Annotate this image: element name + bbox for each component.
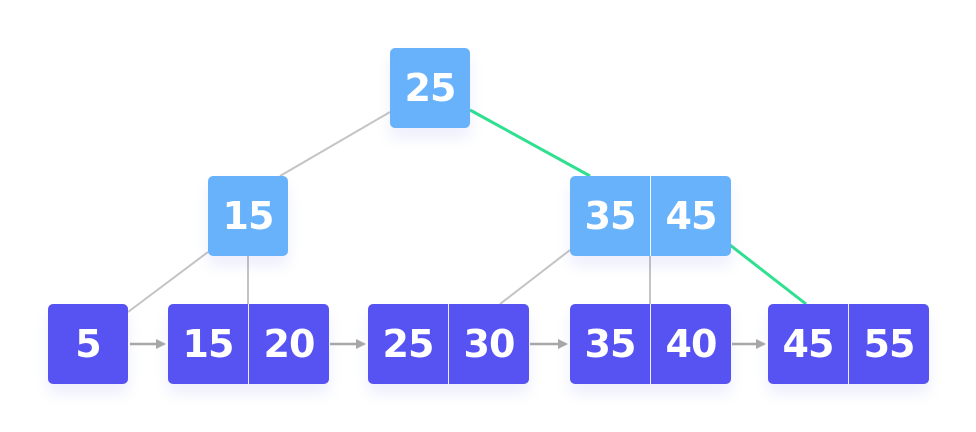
edge-root-to-15 — [279, 111, 391, 177]
node-key: 40 — [650, 304, 731, 384]
edge-35-45-to-leaf-25-30 — [499, 249, 571, 305]
node-key: 5 — [48, 304, 128, 384]
leaf-node-4: 35 40 — [570, 304, 731, 384]
node-key: 45 — [650, 176, 731, 256]
node-key: 55 — [848, 304, 929, 384]
node-key: 20 — [248, 304, 329, 384]
edge-root-to-35-45-highlight — [469, 108, 591, 178]
internal-node-right: 35 45 — [570, 176, 731, 256]
leaf-node-3: 25 30 — [368, 304, 529, 384]
node-key: 15 — [208, 176, 288, 256]
edge-15-to-leaf-5 — [127, 251, 209, 313]
node-key: 25 — [368, 304, 448, 384]
root-node: 25 — [390, 48, 470, 128]
node-key: 25 — [390, 48, 470, 128]
leaf-node-1: 5 — [48, 304, 128, 384]
node-key: 45 — [768, 304, 848, 384]
internal-node-left: 15 — [208, 176, 288, 256]
leaf-node-5: 45 55 — [768, 304, 929, 384]
node-key: 15 — [168, 304, 248, 384]
node-key: 30 — [448, 304, 529, 384]
node-key: 35 — [570, 176, 650, 256]
leaf-node-2: 15 20 — [168, 304, 329, 384]
edge-35-45-to-leaf-45-55-highlight — [729, 243, 807, 306]
node-key: 35 — [570, 304, 650, 384]
